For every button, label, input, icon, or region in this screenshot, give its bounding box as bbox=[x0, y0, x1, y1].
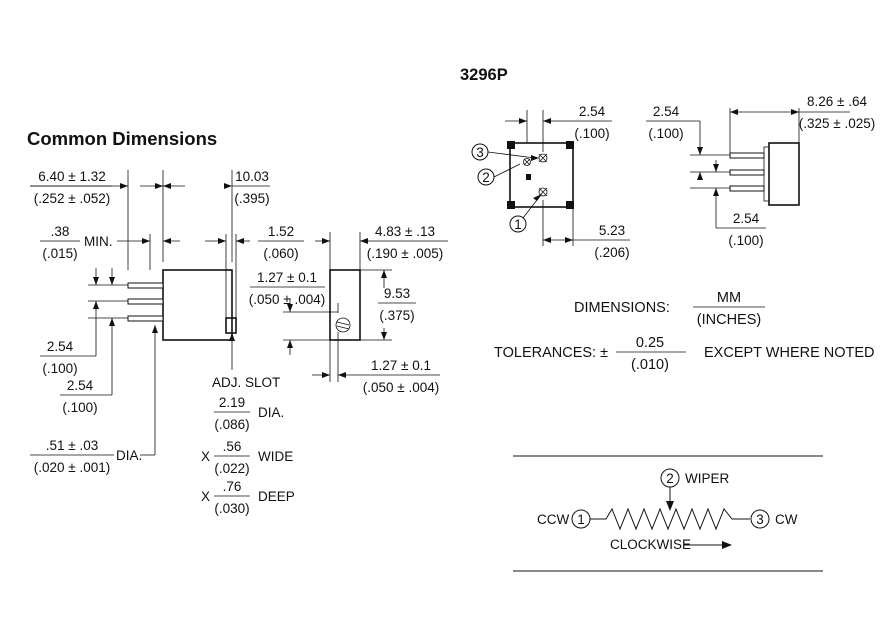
front-view-body bbox=[162, 269, 233, 341]
pin-spacing-a-in: (.100) bbox=[42, 361, 77, 376]
model-side-view-body bbox=[768, 142, 800, 206]
model-side-length-mm: 8.26 ± .64 bbox=[807, 94, 867, 109]
pin-spacing-b-mm: 2.54 bbox=[67, 378, 94, 393]
standoff-mm: .38 bbox=[51, 224, 70, 239]
model-pin-2-label: 2 bbox=[482, 170, 490, 185]
model-pin-1-label: 1 bbox=[514, 217, 522, 232]
tolerances-in: (.010) bbox=[631, 357, 669, 373]
model-top-spacing-in: (.100) bbox=[574, 126, 609, 141]
model-bottom-span-mm: 5.23 bbox=[599, 223, 625, 238]
adj-slot-dia-suffix: DIA. bbox=[258, 405, 284, 420]
dimensions-in: (INCHES) bbox=[697, 312, 761, 328]
schematic-pin-2-label: 2 bbox=[666, 471, 674, 486]
standoff-suffix: MIN. bbox=[84, 234, 113, 249]
adj-slot-dia-mm: 2.19 bbox=[219, 395, 245, 410]
wiper-label: WIPER bbox=[685, 471, 730, 486]
clockwise-label: CLOCKWISE bbox=[610, 537, 691, 552]
front-view-pin bbox=[127, 298, 164, 305]
bottom-offset-mm: 1.27 ± 0.1 bbox=[371, 358, 431, 373]
front-view-dimensions: 6.40 ± 1.32 (.252 ± .052) 10.03 (.395) .… bbox=[30, 169, 304, 516]
adj-slot-wide-in: (.022) bbox=[214, 461, 249, 476]
model-side-dimensions: 8.26 ± .64 (.325 ± .025) 2.54 (.100) 2.5… bbox=[646, 94, 875, 248]
bottom-offset-in: (.050 ± .004) bbox=[363, 380, 439, 395]
model-top-view-body bbox=[509, 142, 574, 208]
dimensions-label: DIMENSIONS: bbox=[574, 300, 670, 316]
slot-offset-mm: 1.52 bbox=[268, 224, 294, 239]
slot-pos-mm: 1.27 ± 0.1 bbox=[257, 270, 317, 285]
model-side-spacing-top-mm: 2.54 bbox=[653, 104, 680, 119]
schematic-pin-1-label: 1 bbox=[577, 512, 585, 527]
model-side-spacing-top-in: (.100) bbox=[648, 126, 683, 141]
schematic: CCW 1 3 CW 2 WIPER CLOCKWISE bbox=[513, 455, 823, 572]
adj-slot-deep-in: (.030) bbox=[214, 501, 249, 516]
model-bottom-span-in: (.206) bbox=[594, 245, 629, 260]
common-dimensions-heading: Common Dimensions bbox=[27, 128, 217, 149]
cw-label: CW bbox=[775, 512, 798, 527]
ccw-label: CCW bbox=[537, 512, 569, 527]
side-view-adjust-screw bbox=[335, 317, 351, 333]
side-view bbox=[283, 232, 448, 382]
pin-spacing-a-mm: 2.54 bbox=[47, 339, 74, 354]
model-heading: 3296P bbox=[460, 66, 508, 84]
model-top-view bbox=[471, 110, 630, 246]
side-view-dimensions: 4.83 ± .13 (.190 ± .005) 1.27 ± 0.1 (.05… bbox=[249, 224, 443, 395]
dimensions-mm: MM bbox=[717, 290, 741, 306]
front-view-slot bbox=[225, 317, 237, 334]
adj-slot-wide-mm: .56 bbox=[223, 439, 242, 454]
overall-height-mm: 6.40 ± 1.32 bbox=[38, 169, 105, 184]
model-side-length-in: (.325 ± .025) bbox=[799, 116, 875, 131]
adj-slot-dia-in: (.086) bbox=[214, 417, 249, 432]
adj-slot-deep-mm: .76 bbox=[223, 479, 242, 494]
model-top-dimensions: 2.54 (.100) 5.23 (.206) 3 2 1 bbox=[476, 104, 629, 260]
schematic-pin-3-label: 3 bbox=[756, 512, 764, 527]
side-view-body bbox=[329, 269, 361, 341]
adj-slot-wide-suffix: WIDE bbox=[258, 449, 293, 464]
body-depth-mm: 10.03 bbox=[235, 169, 269, 184]
pin-spacing-b-in: (.100) bbox=[62, 400, 97, 415]
model-pin-1-callout bbox=[509, 215, 527, 233]
model-top-spacing-mm: 2.54 bbox=[579, 104, 606, 119]
side-height-in: (.375) bbox=[379, 308, 414, 323]
body-depth-in: (.395) bbox=[234, 191, 269, 206]
overall-height-in: (.252 ± .052) bbox=[34, 191, 110, 206]
slot-pos-in: (.050 ± .004) bbox=[249, 292, 325, 307]
pin-dia-suffix: DIA. bbox=[116, 448, 142, 463]
side-height-mm: 9.53 bbox=[384, 286, 410, 301]
tolerances-suffix: EXCEPT WHERE NOTED bbox=[704, 345, 875, 361]
adj-slot-title: ADJ. SLOT bbox=[212, 375, 280, 390]
pin-dia-in: (.020 ± .001) bbox=[34, 460, 110, 475]
pin-dia-mm: .51 ± .03 bbox=[46, 438, 98, 453]
adj-slot-wide-prefix: X bbox=[201, 449, 210, 464]
model-side-spacing-bottom-mm: 2.54 bbox=[733, 211, 760, 226]
model-side-spacing-bottom-in: (.100) bbox=[728, 233, 763, 248]
tolerances-label: TOLERANCES: ± bbox=[494, 345, 608, 361]
schematic-pin-3 bbox=[750, 509, 770, 529]
front-view-pin bbox=[127, 282, 164, 289]
front-view-pin bbox=[127, 315, 164, 322]
adj-slot-deep-prefix: X bbox=[201, 489, 210, 504]
side-width-mm: 4.83 ± .13 bbox=[375, 224, 435, 239]
notes: DIMENSIONS: MM (INCHES) TOLERANCES: ± 0.… bbox=[494, 290, 875, 373]
slot-offset-in: (.060) bbox=[263, 246, 298, 261]
side-width-in: (.190 ± .005) bbox=[367, 246, 443, 261]
model-pin-3-label: 3 bbox=[476, 145, 484, 160]
adj-slot-deep-suffix: DEEP bbox=[258, 489, 295, 504]
tolerances-mm: 0.25 bbox=[636, 335, 664, 351]
standoff-in: (.015) bbox=[42, 246, 77, 261]
resistor-element bbox=[590, 507, 750, 531]
model-side-view bbox=[690, 108, 850, 229]
